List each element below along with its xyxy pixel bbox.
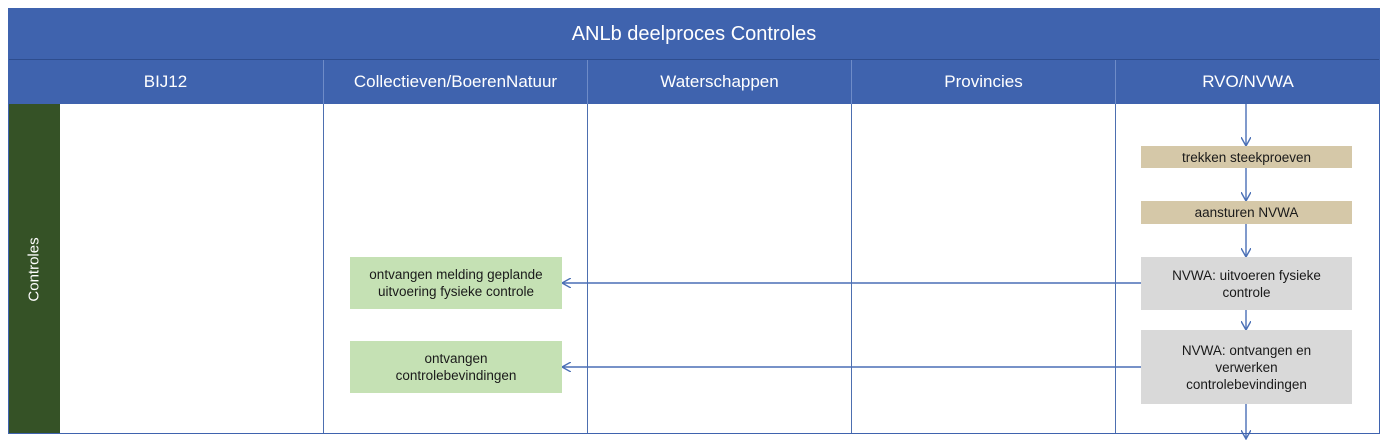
lane-waterschappen	[588, 104, 852, 434]
lane-header-collectieven: Collectieven/BoerenNatuur	[324, 60, 588, 104]
lane-header-bij12: BIJ12	[8, 60, 324, 104]
diagram-title: ANLb deelproces Controles	[8, 8, 1380, 60]
lane-header-waterschappen: Waterschappen	[588, 60, 852, 104]
lane-header-rvo-nvwa: RVO/NVWA	[1116, 60, 1380, 104]
step-uitvoeren-fysieke-controle: NVWA: uitvoeren fysieke controle	[1141, 257, 1352, 310]
lane-header-provincies: Provincies	[852, 60, 1116, 104]
step-aansturen-nvwa: aansturen NVWA	[1141, 201, 1352, 224]
phase-label: Controles	[8, 104, 60, 434]
step-ontvangen-melding: ontvangen melding geplande uitvoering fy…	[350, 257, 562, 309]
step-verwerken-controlebevindingen: NVWA: ontvangen en verwerken controlebev…	[1141, 330, 1352, 404]
lane-provincies	[852, 104, 1116, 434]
phase-label-text: Controles	[25, 236, 43, 302]
step-trekken-steekproeven: trekken steekproeven	[1141, 146, 1352, 168]
lane-bij12	[60, 104, 324, 434]
step-ontvangen-controlebevindingen: ontvangen controlebevindingen	[350, 341, 562, 393]
